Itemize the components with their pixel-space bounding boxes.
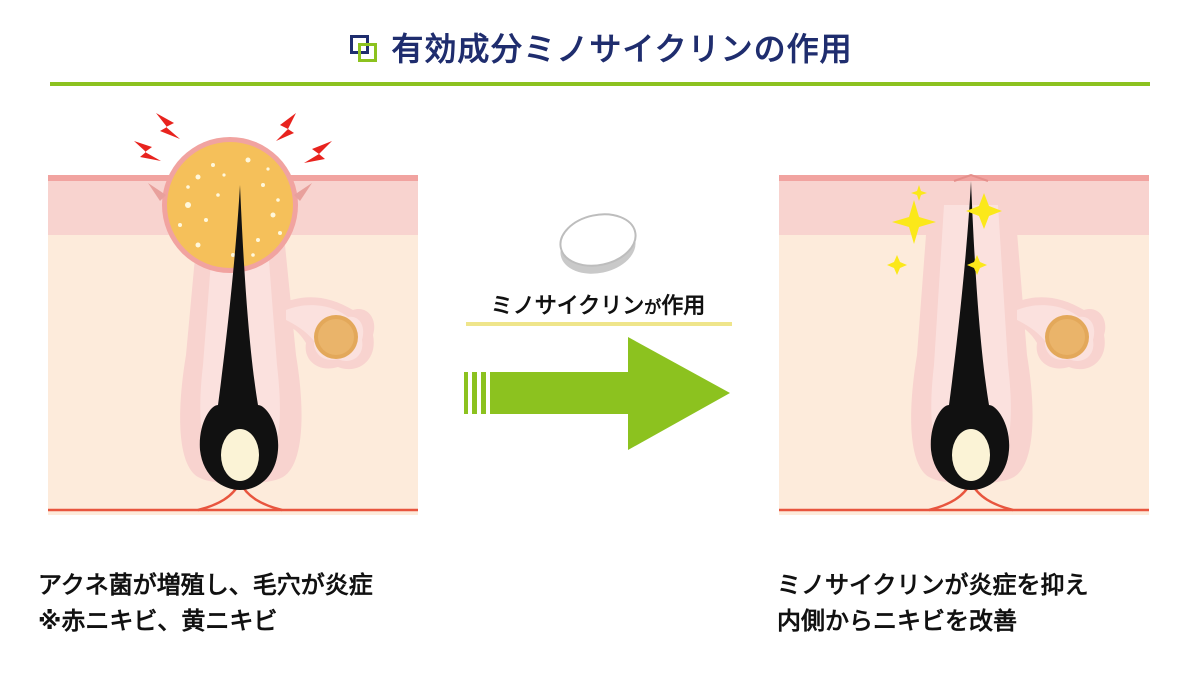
after-caption-line2: 内側からニキビを改善 <box>777 607 1017 635</box>
treatment-label: ミノサイクリンが作用 <box>490 294 706 319</box>
after-caption: ミノサイクリンが炎症を抑え 内側からニキビを改善 <box>777 567 1089 639</box>
label-underline <box>466 322 732 326</box>
before-caption-line2: ※赤ニキビ、黄ニキビ <box>38 607 278 635</box>
treatment-transition: ミノサイクリンが作用 <box>450 200 750 460</box>
after-caption-line1: ミノサイクリンが炎症を抑え <box>777 571 1089 599</box>
right-arrow-icon <box>464 337 730 450</box>
pus-dots <box>178 157 282 257</box>
inflamed-pore-illustration <box>48 105 418 545</box>
title-divider <box>50 82 1150 86</box>
title-row: 有効成分ミノサイクリンの作用 <box>0 22 1200 72</box>
square-bullet-icon <box>347 32 378 62</box>
pill-icon <box>559 213 637 274</box>
healed-pore-illustration <box>779 105 1149 545</box>
before-caption: アクネ菌が増殖し、毛穴が炎症 ※赤ニキビ、黄ニキビ <box>38 567 373 639</box>
inflammation-spark-icons <box>134 113 332 163</box>
sparkle-icons <box>887 185 1002 275</box>
before-caption-line1: アクネ菌が増殖し、毛穴が炎症 <box>38 571 373 599</box>
page-title: 有効成分ミノサイクリンの作用 <box>391 30 853 68</box>
